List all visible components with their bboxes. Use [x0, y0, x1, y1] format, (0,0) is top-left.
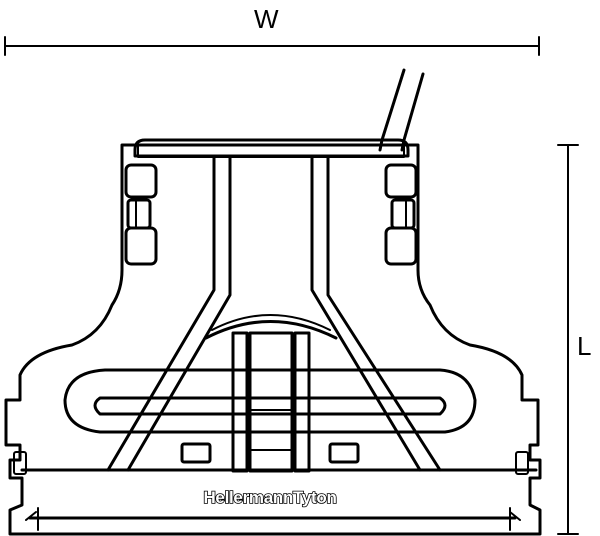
length-dimension-line [557, 144, 579, 535]
width-dimension-line [4, 36, 540, 56]
side-clips [13, 451, 529, 475]
width-dimension-label: W [254, 4, 279, 34]
base-rail [20, 442, 538, 531]
diagonal-struts [106, 155, 442, 472]
left-latch-tabs [124, 163, 158, 266]
brand-logo-text: HellermannTyton [203, 488, 336, 507]
cable-tie-strap [378, 68, 425, 152]
oval-slot [63, 368, 477, 434]
center-dome [204, 314, 338, 473]
right-latch-tabs [384, 163, 418, 266]
mount-body [4, 138, 542, 536]
length-dimension-label: L [577, 331, 592, 361]
